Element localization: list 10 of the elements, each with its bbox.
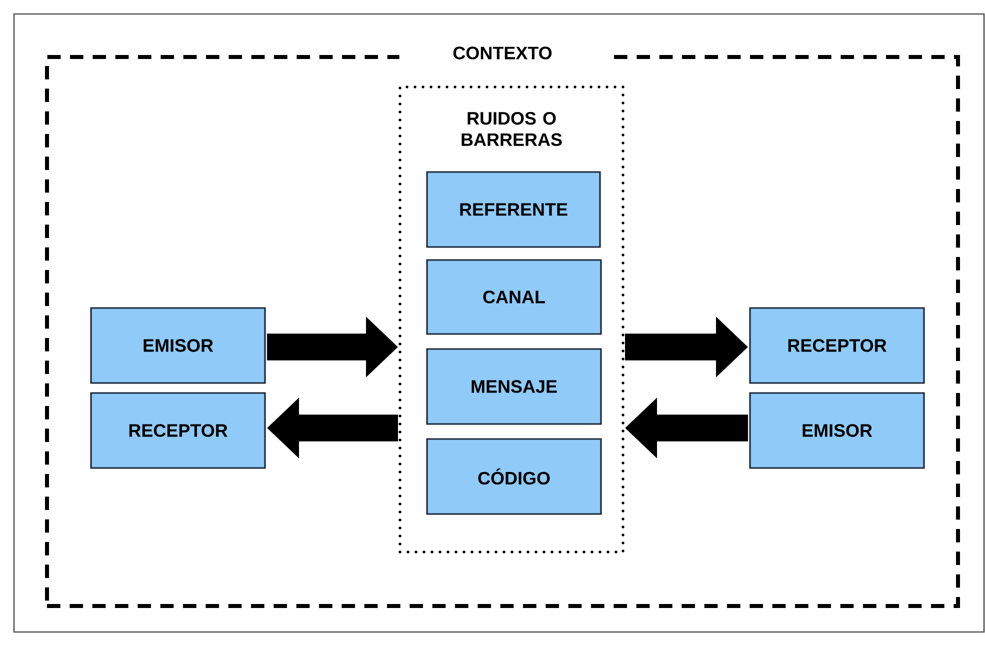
process-box: MENSAJE (426, 348, 602, 425)
group-title: RUIDOS O BARRERAS (462, 112, 562, 146)
process-box: RECEPTOR (90, 392, 266, 469)
process-box: EMISOR (749, 392, 925, 469)
process-box: CANAL (426, 259, 602, 335)
process-box: CÓDIGO (426, 438, 602, 515)
process-box: REFERENTE (426, 171, 601, 248)
process-box: RECEPTOR (749, 307, 925, 384)
process-box: EMISOR (90, 307, 266, 384)
frame-title: CONTEXTO (399, 41, 606, 65)
